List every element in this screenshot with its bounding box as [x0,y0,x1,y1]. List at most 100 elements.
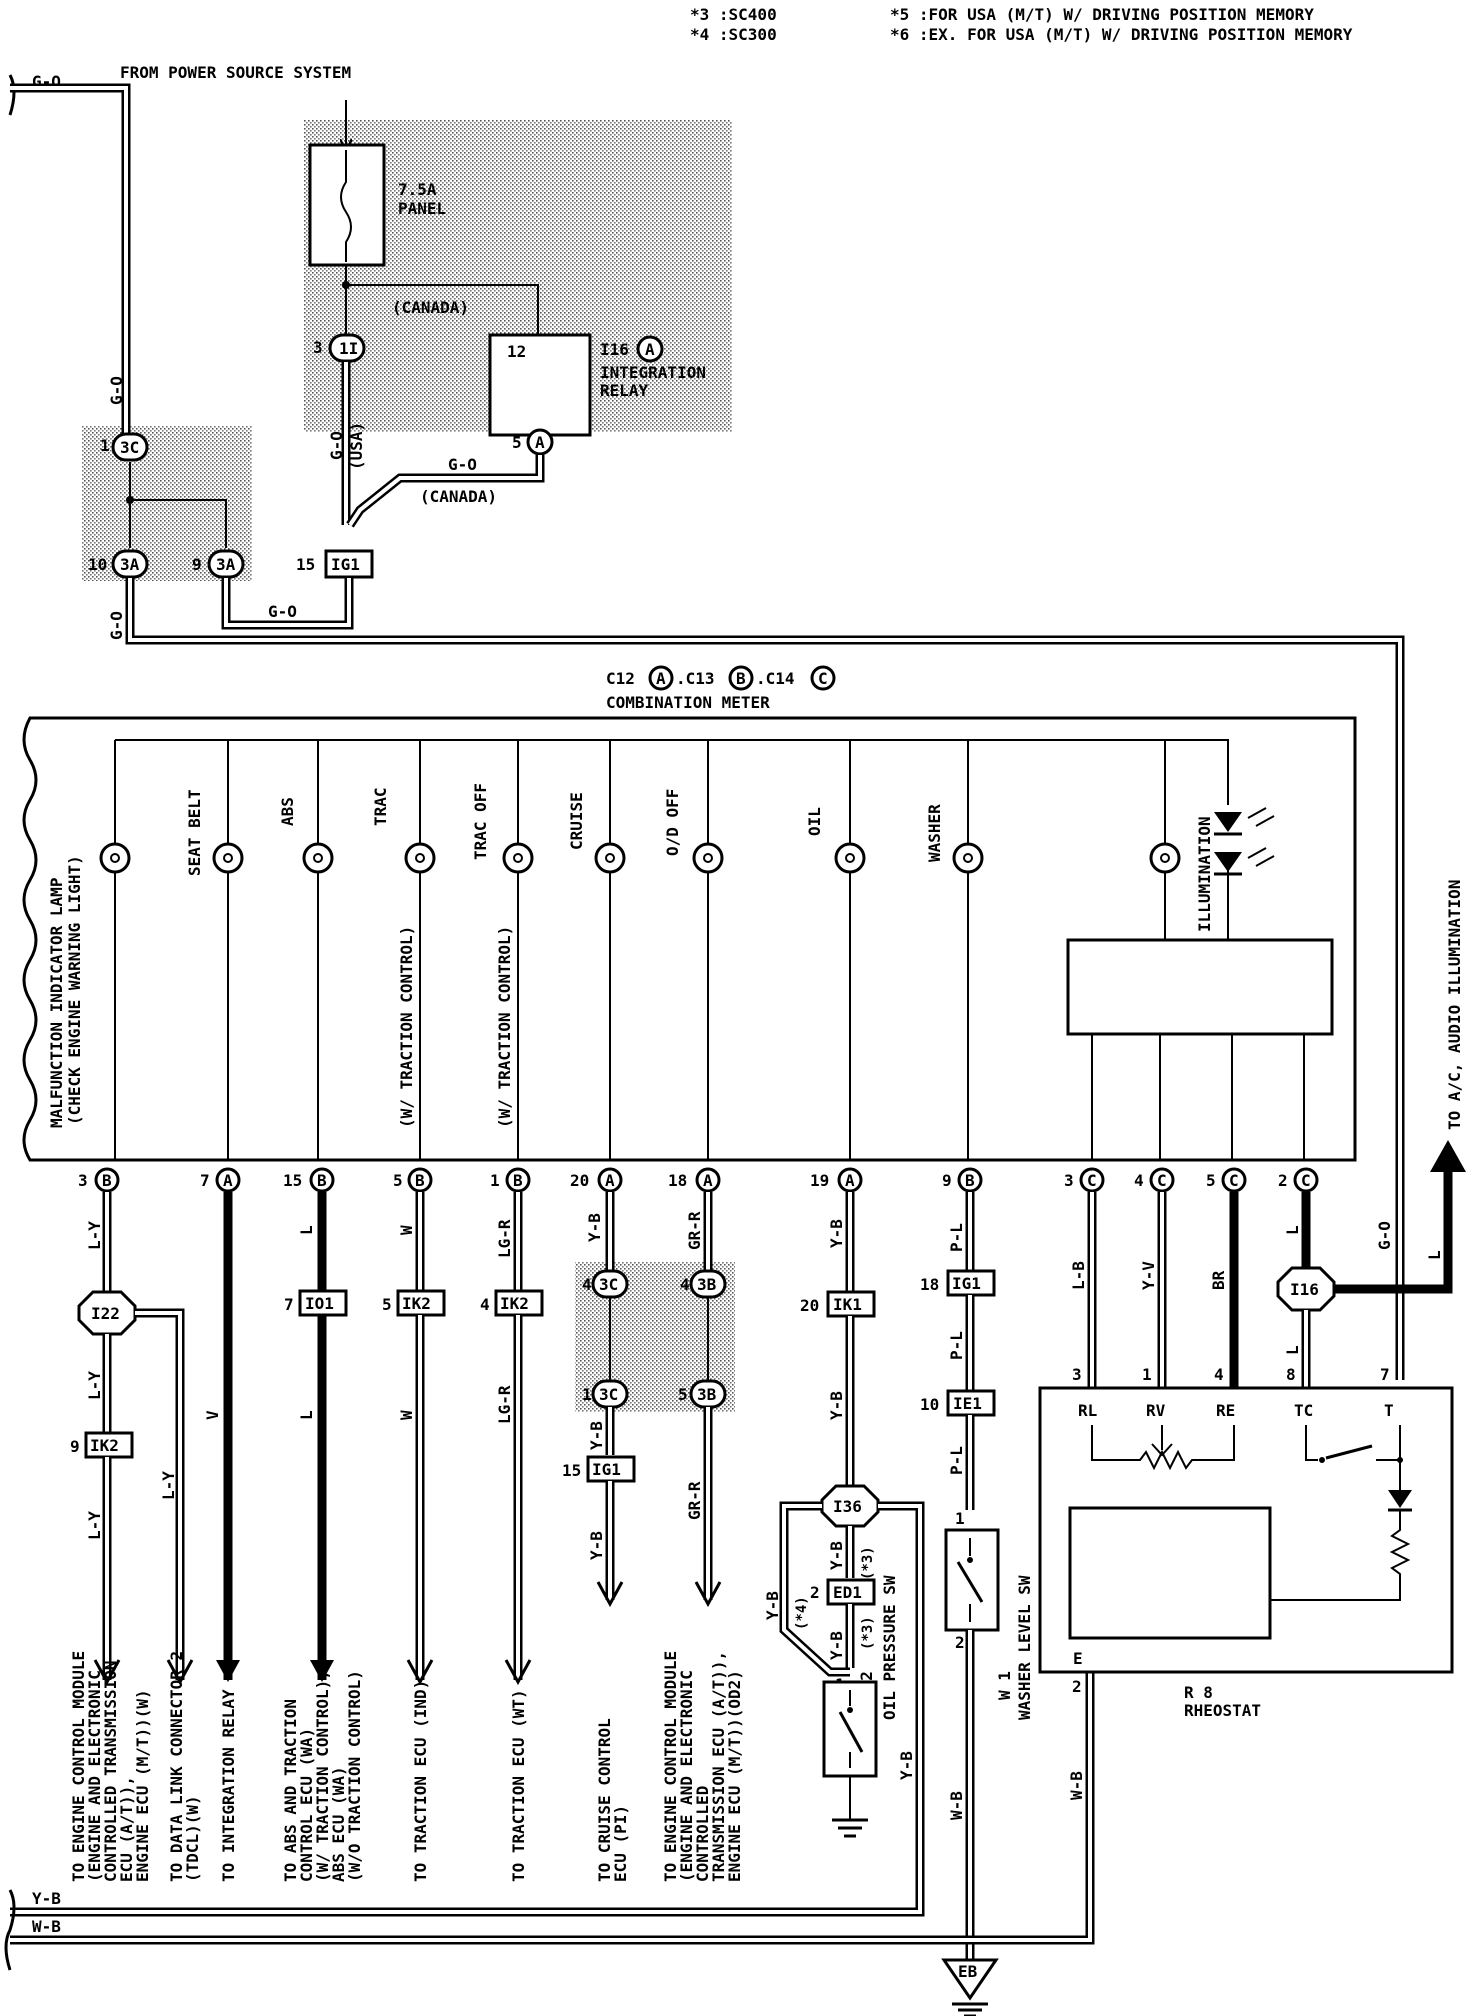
dest-ecm-5: ENGINE ECU (M/T))(W) [133,1689,152,1882]
legend-sc400: *3 :SC400 [690,5,777,24]
connector-i36-label: I36 [833,1497,862,1516]
rheo-pin-tc: 8 [1286,1365,1296,1384]
wire-label-l-abs: L [297,1225,316,1235]
wire-label-v: V [203,1410,222,1420]
wire-label-ly-3: L-Y [85,1511,104,1540]
power-source-label: FROM POWER SOURCE SYSTEM [120,63,351,82]
dest-traction-ind: TO TRACTION ECU (IND) [411,1680,430,1882]
wire-label-br: BR [1209,1270,1228,1290]
relay-conn-a: A [645,340,655,359]
rheo-term-re: RE [1216,1401,1235,1420]
dest-abs-4: ABS ECU (WA) [329,1766,348,1882]
legend-sc300: *4 :SC300 [690,25,777,44]
meter-title-a: A [656,669,666,688]
j3b-top-pin: 4 [680,1275,690,1294]
wire-label-wb-bottom: W-B [32,1917,61,1936]
relay-out-pin: 5 [512,433,522,452]
j10-pin: 10 [88,555,107,574]
rheo-pin-t: 7 [1380,1365,1390,1384]
connector-ik1-label: IK1 [833,1295,862,1314]
j9-pin: 9 [192,555,202,574]
lamp-trac-sub: (W/ TRACTION CONTROL) [397,926,416,1128]
pin-cruise-conn: A [605,1171,615,1190]
ik2-4-pin: 4 [480,1295,490,1314]
wire-label-w-1: W [397,1225,416,1235]
ik1-pin: 20 [800,1296,819,1315]
meter-title-b: B [736,669,746,688]
pin-abs-conn: B [317,1171,327,1190]
connector-io1-label: IO1 [305,1294,334,1313]
relay-pin-12: 12 [507,342,526,361]
pin-odoff-num: 18 [668,1171,687,1190]
connector-ig1-top [324,549,374,579]
wire-label-yb-oil1: Y-B [827,1219,846,1248]
wire-label-l-audio: L [1425,1250,1444,1260]
dest-ecm-b-3: CONTROLLED [693,1786,712,1882]
wire-label-go-main: G-O [107,611,126,640]
dest-ecm-b-4: TRANSMISSION ECU (A/T)), [709,1651,728,1882]
audio-illumination-label: TO A/C, AUDIO ILLUMINATION [1445,880,1464,1130]
pin-oil-conn: A [845,1171,855,1190]
pin-oil-num: 19 [810,1171,829,1190]
wire-label-yb-oil4: Y-B [827,1631,846,1660]
rheo-term-rv: RV [1146,1401,1166,1420]
dest-ecm-1: TO ENGINE CONTROL MODULE [69,1651,88,1882]
connector-ik1 [826,1290,876,1318]
ground-eb [941,1958,999,2001]
pin-illum-rv-conn: C [1157,1171,1167,1190]
wire-label-yb-cruise2: Y-B [587,1421,606,1450]
meter-title-c13: .C13 [676,669,715,688]
meter-title-name: COMBINATION METER [606,693,770,712]
connector-i22-label: I22 [91,1304,120,1323]
connector-ik2-9-label: IK2 [90,1436,119,1455]
lamp-od-off: O/D OFF [663,789,682,856]
lamp-trac-off-sub: (W/ TRACTION CONTROL) [495,926,514,1128]
lamp-abs: ABS [278,797,297,826]
usa-label: (USA) [347,422,366,470]
connector-i22 [77,1290,137,1336]
dest-ecm-4: ECU (A/T)), [117,1776,136,1882]
pin3-label: 3 [313,338,323,357]
junction-3b-top-label: 3B [697,1275,717,1294]
dest-abs-3: (W/ TRACTION CONTROL), [313,1670,332,1882]
lamp-mil-sub: (CHECK ENGINE WARNING LIGHT) [65,855,84,1125]
wire-label-lgr-2: LG-R [495,1385,514,1424]
junction-3c-top [111,432,149,462]
oil-star4: (*4) [794,1596,810,1630]
pin-illum-re-num: 5 [1206,1171,1216,1190]
dest-abs-2: CONTROL ECU (WA) [297,1728,316,1882]
rheo-term-e: E [1073,1649,1083,1668]
ig1c-pin: 18 [920,1275,939,1294]
wire-label-lgr-1: LG-R [495,1219,514,1258]
lamp-bulbs [99,842,1181,874]
rheostat-name: RHEOSTAT [1184,1701,1261,1720]
lamp-washer: WASHER [925,804,944,862]
junction-3c-cruise-bot-label: 3C [599,1385,618,1404]
dest-abs-5: (W/O TRACTION CONTROL) [345,1670,364,1882]
ig1b-pin: 15 [562,1461,581,1480]
oil-switch-star: (*3) [860,1616,876,1650]
washer-pin1: 1 [955,1509,965,1528]
dest-ecm-b-1: TO ENGINE CONTROL MODULE [661,1651,680,1882]
rheostat-inner-box [1068,1506,1272,1640]
dest-ecm-3: CONTROLLED TRANSMISSION [101,1660,120,1882]
wire-label-ly-1: L-Y [85,1221,104,1250]
legend-ex-usa-memory: *6 :EX. FOR USA (M/T) W/ DRIVING POSITIO… [890,25,1353,44]
junction-3c-cruise-top-label: 3C [599,1275,618,1294]
connector-io1 [298,1289,348,1317]
wire-label-go-relay: G-O [448,455,477,474]
junction-3a-left-label: 3A [120,555,140,574]
connector-ed1 [826,1578,876,1606]
ik2-5-pin: 5 [382,1295,392,1314]
washer-pin2: 2 [955,1633,965,1652]
washer-name: WASHER LEVEL SW [1015,1575,1034,1720]
lamp-seat-belt: SEAT BELT [185,789,204,876]
pin-illum-rl-num: 3 [1064,1171,1074,1190]
rheo-pin-re: 4 [1214,1365,1224,1384]
j1-pin: 1 [100,436,110,455]
combination-meter: C12 A .C13 B .C14 C COMBINATION METER [22,665,1357,1162]
connector-ie1-label: IE1 [953,1394,982,1413]
fuse-amp: 7.5A [398,180,437,199]
destination-labels: TO ENGINE CONTROL MODULE (ENGINE AND ELE… [69,1651,744,1882]
integration-relay-box [488,333,592,437]
